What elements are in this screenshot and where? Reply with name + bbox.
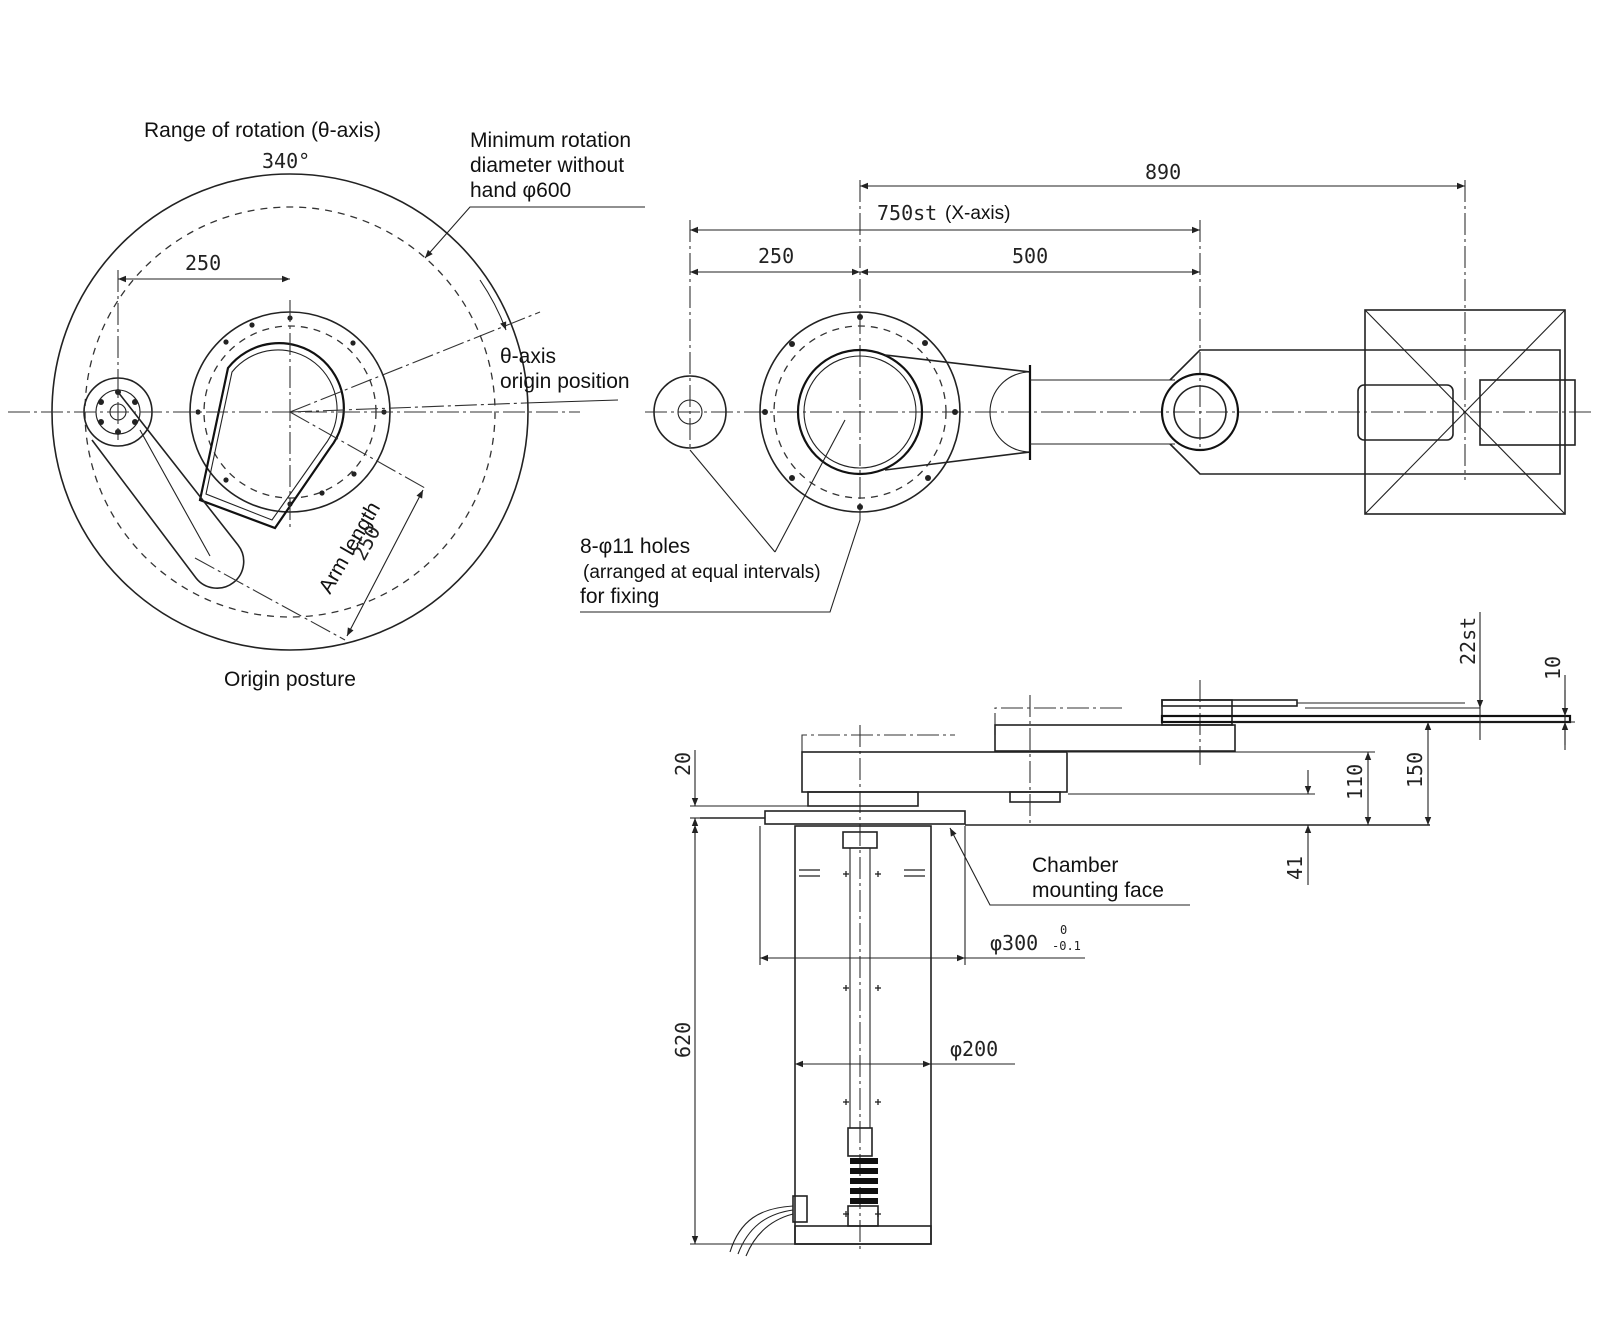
side-screw-marks [799, 869, 925, 1217]
side-upper-hint [994, 707, 1125, 735]
dim-22st: 22st [1456, 617, 1480, 665]
dim-110: 110 [1343, 764, 1367, 800]
holes-leader-1 [689, 449, 776, 553]
chamber-label-2: mounting face [1032, 879, 1164, 902]
plan-bolt-holes [762, 314, 958, 510]
side-base-hint [801, 734, 955, 752]
rotation-limit-line [289, 311, 541, 413]
plan-hand-diag-2 [1364, 309, 1566, 515]
arm-length-ext-lower [194, 557, 346, 641]
second-arm-outline [91, 391, 245, 589]
second-arm-edge [139, 429, 211, 557]
origin-posture-label: Origin posture [224, 668, 356, 691]
side-cable-2 [737, 1209, 794, 1255]
side-hand-plate [1160, 714, 1572, 724]
plan-column-inner [803, 355, 917, 469]
first-arm-outline [198, 342, 345, 530]
side-cable-3 [745, 1213, 794, 1257]
holes-label-1: 8-φ11 holes [580, 535, 690, 558]
plan-column-circle [796, 348, 924, 476]
dim-300: φ300 [990, 931, 1038, 955]
dim-200: φ200 [950, 1037, 998, 1061]
holes-leader-2 [774, 419, 846, 553]
side-joint-base [1009, 791, 1061, 803]
dim-150: 150 [1403, 752, 1427, 788]
left-250-dim: 250 [185, 251, 221, 275]
chamber-label-1: Chamber [1032, 854, 1118, 877]
min-rotation-leader [424, 206, 645, 259]
side-cable-1 [729, 1205, 794, 1253]
dim-10: 10 [1541, 656, 1565, 680]
theta-origin-label-2: origin position [500, 370, 630, 393]
plan-hand-right-block [1479, 379, 1576, 446]
range-of-rotation-label: Range of rotation (θ-axis) [144, 119, 381, 142]
rotation-angle-label: 340° [262, 149, 310, 173]
dim-250-plan: 250 [758, 244, 794, 268]
side-coupling [847, 1127, 873, 1157]
dim-890: 890 [1145, 160, 1181, 184]
side-arm-base [807, 791, 919, 807]
plan-elbow-inner [1173, 385, 1227, 439]
holes-leader-3 [580, 519, 861, 613]
min-rotation-label-2: diameter without [470, 154, 624, 177]
plan-hand-left-block [1357, 384, 1454, 441]
min-rotation-label-3: hand φ600 [470, 179, 571, 202]
holes-label-3: for fixing [580, 585, 659, 608]
side-second-arm [994, 724, 1236, 752]
plan-elbow-outer [1160, 372, 1240, 452]
chamber-face-leader [949, 827, 1190, 906]
dim-620: 620 [671, 1022, 695, 1058]
plan-minimum-flange [653, 375, 727, 449]
min-rotation-label-1: Minimum rotation [470, 129, 631, 152]
side-view: 22st 10 20 110 150 41 620 φ300 0 -0.1 φ2… [671, 612, 1575, 1257]
rotation-range-view: Range of rotation (θ-axis) 340° Minimum … [8, 119, 645, 691]
plan-hand-frame [1364, 309, 1566, 515]
side-hand-stroke [1161, 699, 1298, 707]
plan-base-flange [759, 311, 961, 513]
dim-41: 41 [1283, 856, 1307, 880]
plan-first-arm-tip [989, 371, 1031, 453]
arm-length-ext-upper [289, 411, 426, 489]
plan-second-arm [1169, 349, 1561, 475]
theta-origin-label-1: θ-axis [500, 345, 556, 368]
holes-label-2: (arranged at equal intervals) [583, 562, 821, 583]
theta-origin-line [289, 402, 526, 413]
dim-300-lower-tol: -0.1 [1052, 939, 1081, 953]
dim-20: 20 [671, 752, 695, 776]
dim-750-value: 750st [877, 201, 937, 225]
side-flange-plate [764, 810, 966, 825]
dim-300-upper-tol: 0 [1060, 923, 1067, 937]
side-first-arm [801, 751, 1068, 793]
side-bottom-plate [794, 1225, 932, 1245]
rotation-range-arrow [479, 279, 507, 331]
plan-bolt-circle [773, 325, 947, 499]
dim-750-suffix: (X-axis) [945, 203, 1010, 224]
theta-origin-leader [524, 399, 619, 404]
arm-length-dim-line [346, 489, 424, 637]
plan-minimum-flange-hole [677, 399, 703, 425]
side-motor-coils [850, 1158, 878, 1204]
plan-view: 890 750st (X-axis) 250 500 8-φ11 holes (… [580, 160, 1595, 613]
side-motor-end [847, 1205, 879, 1227]
dim-500-plan: 500 [1012, 244, 1048, 268]
first-arm-inner [205, 349, 338, 521]
side-connector [792, 1195, 808, 1223]
